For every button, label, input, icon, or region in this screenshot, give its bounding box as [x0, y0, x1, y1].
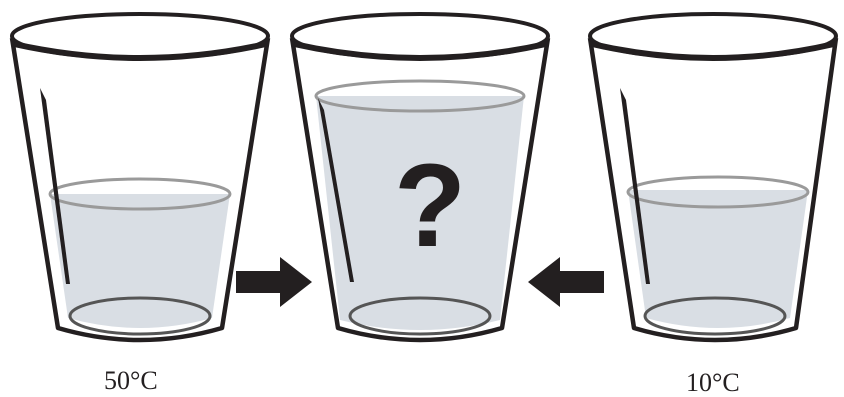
question-mark: ? [394, 140, 466, 272]
temperature-label-hot: 50°C [104, 368, 158, 394]
temperature-label-cold: 10°C [686, 370, 740, 396]
cup-mixed: ? [292, 14, 548, 340]
cup-rim-shadow-cold [592, 44, 834, 58]
cup-cold [590, 14, 836, 340]
arrow-left-icon [528, 257, 604, 307]
arrow-right-icon [236, 257, 312, 307]
cup-rim-shadow-mixed [294, 44, 546, 58]
cup-hot [12, 14, 268, 340]
cup-rim-shadow-hot [14, 44, 266, 58]
